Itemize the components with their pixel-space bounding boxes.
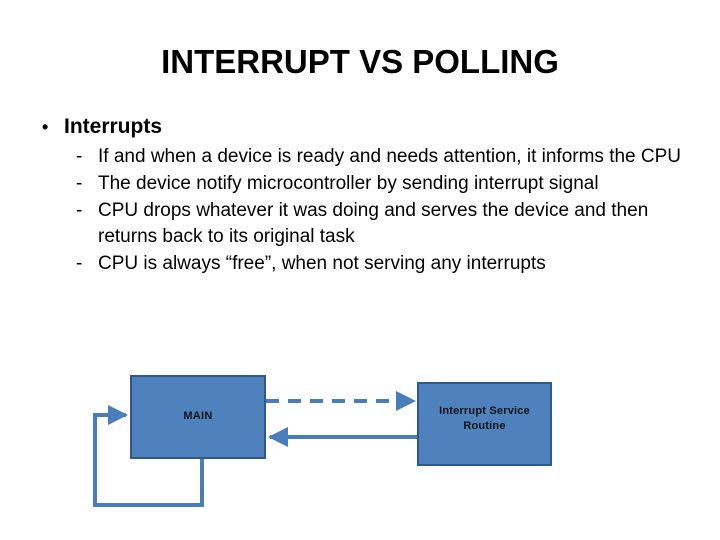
bullet-level2-text: The device notify microcontroller by sen… (98, 173, 599, 194)
process-box-isr-label-line2: Routine (463, 420, 506, 432)
process-box-main (130, 375, 266, 459)
dash-marker-icon: - (76, 200, 83, 221)
bullet-level2: - CPU drops whatever it was doing and se… (38, 198, 688, 250)
bullet-level2-text: CPU drops whatever it was doing and serv… (98, 200, 649, 247)
process-box-main-label: MAIN (183, 410, 213, 422)
bullet-list: • Interrupts - If and when a device is r… (38, 112, 688, 278)
bullet-level2-text: If and when a device is ready and needs … (98, 146, 681, 167)
bullet-level2: - CPU is always “free”, when not serving… (38, 251, 688, 277)
page-title: INTERRUPT VS POLLING (161, 43, 559, 80)
dash-marker-icon: - (76, 253, 83, 274)
bullet-level2: - If and when a device is ready and need… (38, 144, 688, 170)
process-box-isr-label-line1: Interrupt Service (439, 405, 530, 417)
bullet-marker-icon: • (42, 117, 49, 137)
sub-bullet-list: - If and when a device is ready and need… (38, 144, 688, 277)
bullet-level2: - The device notify microcontroller by s… (38, 171, 688, 197)
dash-marker-icon: - (76, 146, 83, 167)
process-box-isr-label: Interrupt Service Routine (418, 404, 551, 434)
dash-marker-icon: - (76, 173, 83, 194)
bullet-level1: • Interrupts (38, 112, 688, 142)
bullet-level1-text: Interrupts (64, 115, 163, 138)
process-box-isr (417, 382, 552, 466)
bullet-level2-text: CPU is always “free”, when not serving a… (98, 253, 546, 274)
connector-main-loop-back (93, 405, 204, 507)
